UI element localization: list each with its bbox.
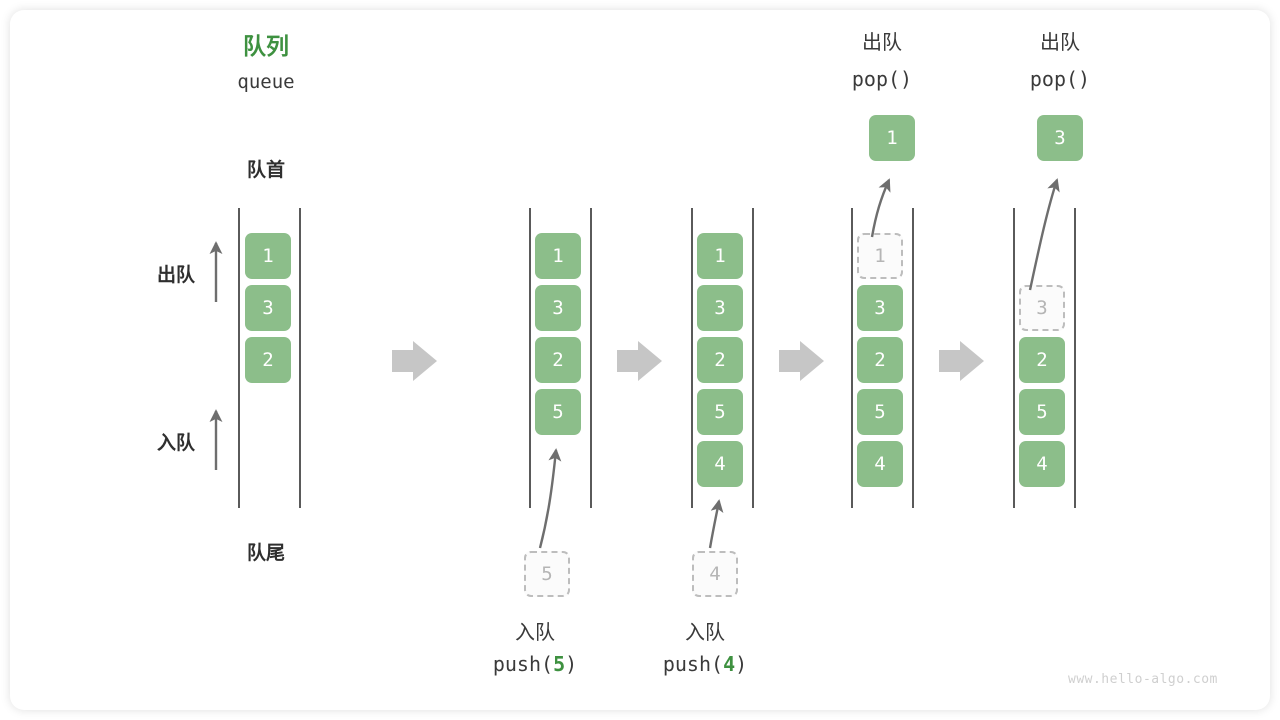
queue-cell: 1 bbox=[245, 233, 291, 279]
queue-cell: 4 bbox=[697, 441, 743, 487]
popped-slot-ghost: 3 bbox=[1019, 285, 1065, 331]
pending-push-element: 4 bbox=[692, 551, 738, 597]
flow-arrow-icon bbox=[779, 341, 824, 381]
stage-5-operation-label: 出队 bbox=[1040, 32, 1080, 54]
push-code-prefix: push( bbox=[662, 652, 724, 676]
stage-4-rail-left bbox=[851, 208, 853, 508]
stage-2-operation-label: 入队 bbox=[515, 622, 555, 644]
queue-cell: 3 bbox=[857, 285, 903, 331]
queue-cell: 4 bbox=[1019, 441, 1065, 487]
stage-3-rail-left bbox=[691, 208, 693, 508]
stage-4-operation-code: pop() bbox=[851, 67, 913, 91]
queue-cell: 5 bbox=[697, 389, 743, 435]
pop-arrow-icon bbox=[1028, 178, 1060, 291]
stage-3-operation-label: 入队 bbox=[685, 622, 725, 644]
push-code-suffix: ) bbox=[735, 652, 748, 676]
dequeue-direction-label: 出队 bbox=[156, 265, 195, 286]
page-title-en: queue bbox=[237, 71, 295, 93]
popped-slot-ghost: 1 bbox=[857, 233, 903, 279]
stage-3-operation-code: push(4) bbox=[635, 652, 775, 678]
popped-element: 3 bbox=[1037, 115, 1083, 161]
queue-cell: 3 bbox=[245, 285, 291, 331]
queue-cell: 5 bbox=[857, 389, 903, 435]
push-code-value: 4 bbox=[723, 652, 736, 676]
stage-2-rail-left bbox=[529, 208, 531, 508]
push-code-prefix: push( bbox=[492, 652, 554, 676]
push-code-value: 5 bbox=[553, 652, 566, 676]
queue-head-label: 队首 bbox=[246, 160, 285, 181]
flow-arrow-icon bbox=[392, 341, 437, 381]
queue-cell: 1 bbox=[535, 233, 581, 279]
stage-3-rail-right bbox=[752, 208, 754, 508]
queue-cell: 2 bbox=[535, 337, 581, 383]
stage-2-operation-code: push(5) bbox=[465, 652, 605, 678]
queue-cell: 3 bbox=[535, 285, 581, 331]
popped-element: 1 bbox=[869, 115, 915, 161]
stage-5-rail-right bbox=[1074, 208, 1076, 508]
stage-4-rail-right bbox=[912, 208, 914, 508]
stage-1-rail-left bbox=[238, 208, 240, 508]
push-code-suffix: ) bbox=[565, 652, 578, 676]
queue-cell: 5 bbox=[535, 389, 581, 435]
watermark: www.hello-algo.com bbox=[1068, 672, 1218, 687]
stage-4-operation-label: 出队 bbox=[862, 32, 902, 54]
queue-cell: 2 bbox=[697, 337, 743, 383]
page-title-cn: 队列 bbox=[243, 33, 289, 59]
push-arrow-icon bbox=[708, 499, 724, 549]
queue-cell: 3 bbox=[697, 285, 743, 331]
push-arrow-icon bbox=[538, 448, 562, 549]
stage-5-rail-left bbox=[1013, 208, 1015, 508]
stage-2-rail-right bbox=[590, 208, 592, 508]
queue-cell: 5 bbox=[1019, 389, 1065, 435]
queue-cell: 2 bbox=[245, 337, 291, 383]
pop-arrow-icon bbox=[870, 178, 891, 238]
queue-cell: 2 bbox=[857, 337, 903, 383]
stage-5-operation-code: pop() bbox=[1029, 67, 1091, 91]
queue-cell: 2 bbox=[1019, 337, 1065, 383]
queue-cell: 4 bbox=[857, 441, 903, 487]
enqueue-direction-label: 入队 bbox=[156, 433, 195, 454]
flow-arrow-icon bbox=[617, 341, 662, 381]
queue-cell: 1 bbox=[697, 233, 743, 279]
pending-push-element: 5 bbox=[524, 551, 570, 597]
queue-tail-label: 队尾 bbox=[246, 543, 285, 564]
stage-1-rail-right bbox=[299, 208, 301, 508]
flow-arrow-icon bbox=[939, 341, 984, 381]
